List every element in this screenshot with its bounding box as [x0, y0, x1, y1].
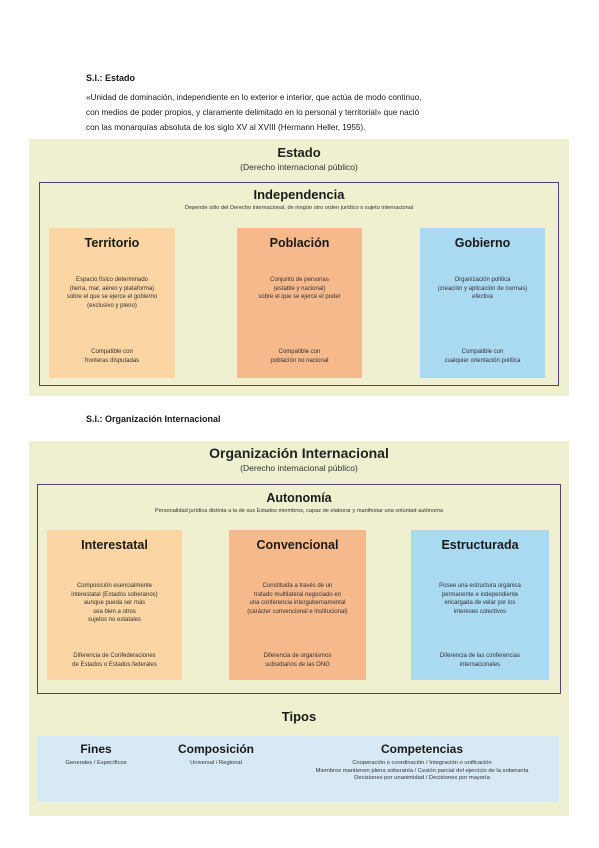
- territorio-text: Espacio físico determinado (tierra, mar,…: [49, 276, 175, 310]
- quote-line: «Unidad de dominación, independiente en …: [86, 93, 422, 102]
- estructurada-note: Diferencia de las conferencias internaci…: [411, 652, 549, 669]
- territorio-card: Territorio Espacio físico determinado (t…: [49, 228, 175, 378]
- interestatal-text: Composición esencialmente interestatal (…: [47, 582, 182, 625]
- poblacion-note: Compatible con población no nacional: [237, 348, 362, 365]
- tipo-fines-text: Generales / Específicos: [51, 760, 141, 768]
- card-line: (tierra, mar, aéreo y plataforma): [69, 285, 155, 292]
- card-line: sobre el que se ejerce el poder: [258, 294, 341, 301]
- card-line: Compatible con: [91, 349, 133, 355]
- gobierno-title: Gobierno: [454, 236, 511, 250]
- intro-quote: «Unidad de dominación, independiente en …: [86, 90, 526, 135]
- card-line: intereses colectivos: [453, 608, 507, 615]
- card-line: fronteras disputadas: [84, 357, 140, 364]
- independencia-subtitle: Depende sólo del Derecho internacional, …: [184, 205, 414, 211]
- estado-subtitle: (Derecho internacional público): [240, 162, 358, 172]
- territorio-title: Territorio: [84, 236, 140, 250]
- convencional-title: Convencional: [256, 538, 339, 552]
- card-line: aunque pueda ser más: [83, 600, 146, 607]
- tipo-line: Miembros mantienen plena soberanía / Ces…: [315, 767, 529, 774]
- estado-title: Estado: [277, 145, 321, 160]
- card-line: subsidiarios de las ONG: [265, 661, 330, 668]
- card-line: sobre el que se ejerce el gobierno: [66, 294, 158, 301]
- territorio-note: Compatible con fronteras disputadas: [49, 348, 175, 365]
- tipo-line: Cooperación o coordinación / Integración…: [352, 760, 492, 766]
- quote-line: con medios de poder propios, y clarament…: [86, 108, 420, 117]
- tipos-title: Tipos: [281, 709, 317, 724]
- estructurada-title: Estructurada: [441, 538, 519, 552]
- oi-heading: S.I.: Organización Internacional: [86, 414, 221, 424]
- card-line: Organización política: [454, 277, 511, 283]
- card-line: sea bien a otros: [93, 608, 136, 615]
- card-line: Composición esencialmente: [76, 583, 153, 589]
- card-line: Compatible con: [278, 349, 321, 355]
- card-line: efectiva: [472, 294, 493, 301]
- poblacion-title: Población: [269, 236, 330, 250]
- gobierno-note: Compatible con cualquier orientación pol…: [420, 348, 545, 365]
- card-line: (carácter convencional e institucional): [247, 608, 348, 615]
- tipo-composicion: Composición Universal / Regional: [161, 742, 271, 768]
- independencia-frame: Independencia Depende sólo del Derecho i…: [39, 182, 559, 386]
- card-line: (creación y aplicación de normas): [437, 285, 528, 292]
- tipo-competencias-text: Cooperación o coordinación / Integración…: [297, 760, 547, 783]
- card-line: Diferencia de organismos: [263, 653, 332, 659]
- interestatal-note: Diferencia de Confederaciones de Estados…: [47, 652, 182, 669]
- tipos-box: Fines Generales / Específicos Composició…: [37, 736, 559, 802]
- card-line: Compatible con: [461, 349, 504, 355]
- card-line: tratado multilateral negociado en: [253, 591, 342, 598]
- convencional-note: Diferencia de organismos subsidiarios de…: [229, 652, 366, 669]
- tipo-line: Generales / Específicos: [65, 760, 127, 766]
- quote-line: con las monarquías absoluta de los siglo…: [86, 123, 366, 132]
- card-line: Diferencia de Confederaciones: [73, 653, 156, 659]
- card-line: Constituida a través de un: [262, 583, 333, 589]
- autonomia-subtitle: Personalidad jurídica distinta a la de s…: [155, 508, 443, 514]
- card-line: interestatal (Estados soberanos): [71, 591, 158, 598]
- card-line: encargada de velar por los: [444, 600, 516, 607]
- independencia-title: Independencia: [253, 187, 345, 202]
- card-line: sujetos no estatales: [87, 617, 142, 624]
- card-line: Posee una estructura orgánica: [439, 583, 521, 589]
- tipo-competencias-title: Competencias: [380, 742, 464, 756]
- tipo-fines-title: Fines: [80, 742, 112, 756]
- tipo-line: Decisiones por unanimidad / Decisiones p…: [354, 775, 490, 782]
- intro-heading: S.I.: Estado: [86, 73, 136, 83]
- card-line: (estable y nacional): [273, 285, 326, 292]
- tipo-competencias: Competencias Cooperación o coordinación …: [297, 742, 547, 783]
- card-line: Espacio físico determinado: [75, 277, 149, 283]
- card-line: de Estados o Estados federales: [72, 661, 157, 668]
- estructurada-text: Posee una estructura orgánica permanente…: [411, 582, 549, 616]
- convencional-card: Convencional Constituida a través de un …: [229, 530, 366, 680]
- estado-panel: Estado (Derecho internacional público) I…: [29, 139, 569, 396]
- card-line: Conjunto de personas: [270, 277, 329, 283]
- oi-subtitle: (Derecho internacional público): [240, 463, 358, 473]
- tipo-composicion-title: Composición: [177, 742, 254, 756]
- convencional-text: Constituida a través de un tratado multi…: [229, 582, 366, 616]
- poblacion-card: Población Conjunto de personas (estable …: [237, 228, 362, 378]
- card-line: permanente e independiente: [441, 591, 519, 598]
- autonomia-frame: Autonomía Personalidad jurídica distinta…: [37, 484, 561, 694]
- card-line: población no nacional: [270, 357, 329, 364]
- gobierno-text: Organización política (creación y aplica…: [420, 276, 545, 302]
- oi-title: Organización Internacional: [209, 445, 389, 461]
- autonomia-title: Autonomía: [266, 491, 332, 505]
- card-line: (exclusivo y pleno): [87, 302, 137, 309]
- gobierno-card: Gobierno Organización política (creación…: [420, 228, 545, 378]
- interestatal-card: Interestatal Composición esencialmente i…: [47, 530, 182, 680]
- tipo-fines: Fines Generales / Específicos: [51, 742, 141, 768]
- interestatal-title: Interestatal: [81, 538, 148, 552]
- tipo-line: Universal / Regional: [190, 760, 242, 766]
- estructurada-card: Estructurada Posee una estructura orgáni…: [411, 530, 549, 680]
- card-line: internacionales: [459, 661, 501, 668]
- oi-panel: Organización Internacional (Derecho inte…: [29, 441, 569, 816]
- tipo-composicion-text: Universal / Regional: [161, 760, 271, 768]
- poblacion-text: Conjunto de personas (estable y nacional…: [237, 276, 362, 302]
- card-line: Diferencia de las conferencias: [439, 653, 521, 659]
- card-line: cualquier orientación política: [444, 357, 521, 364]
- card-line: una conferencia intergubernamental: [249, 600, 346, 607]
